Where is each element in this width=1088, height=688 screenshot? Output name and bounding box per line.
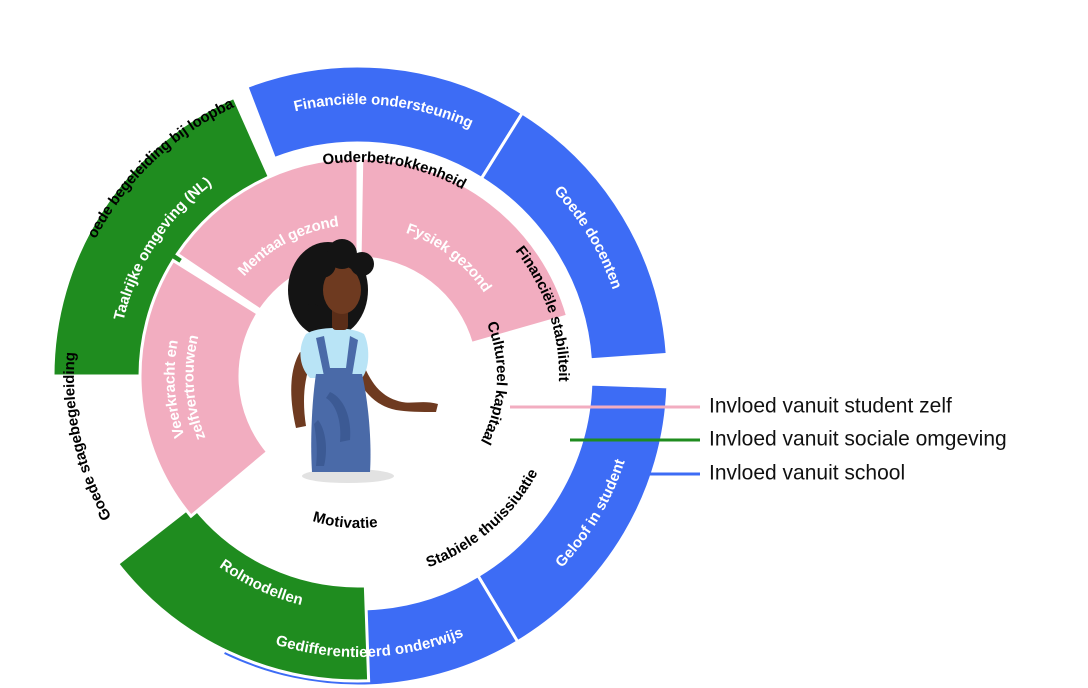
motivatie-label: Motivatie [311,508,378,532]
invloed-vanuit-student-zelf-label: Invloed vanuit student zelf [709,395,952,418]
goede-docenten-segment [479,111,669,362]
rolmodellen-segment [115,503,371,683]
veerkracht-en-zelfvertrouwen-segment [138,258,270,519]
invloed-vanuit-school-label: Invloed vanuit school [709,462,905,485]
fysiek-gezond-segment [358,156,570,346]
student-illustration [288,239,438,483]
mentaal-gezond-segment [175,156,360,313]
invloed-vanuit-sociale-omgeving-label: Invloed vanuit sociale omgeving [709,428,1007,451]
